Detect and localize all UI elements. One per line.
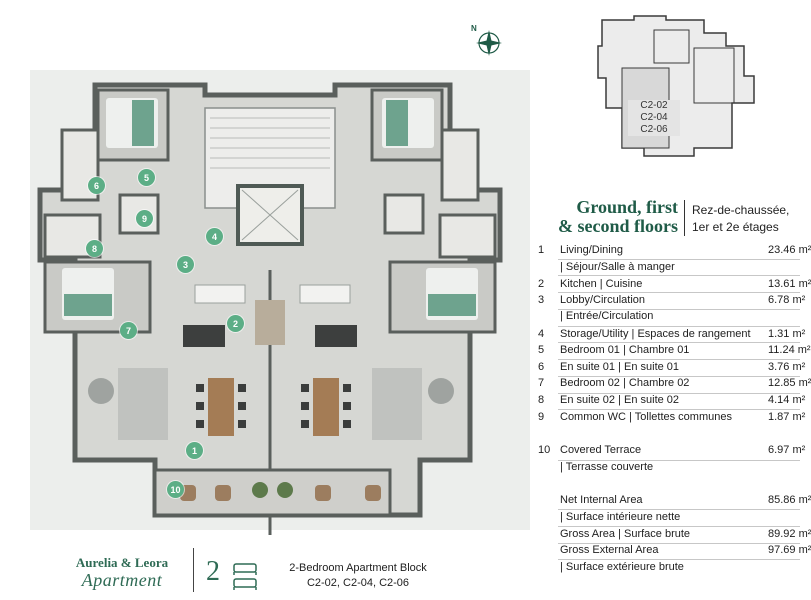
block-label: 2-Bedroom Apartment Block C2-02, C2-04, …	[283, 561, 433, 591]
compass-north-label: N	[471, 24, 477, 33]
floor-subtitle-line2: 1er et 2e étages	[692, 220, 779, 234]
key-unit: C2-02	[640, 100, 668, 111]
row-divider	[558, 409, 800, 410]
bed-throw	[132, 100, 154, 146]
room-marker-4: 4	[206, 228, 223, 245]
floor-title-line1: Ground, first	[576, 197, 678, 217]
room-marker-7: 7	[120, 322, 137, 339]
shaft	[255, 300, 285, 345]
room-marker-1: 1	[186, 442, 203, 459]
row-divider	[558, 309, 800, 310]
row-divider	[558, 543, 800, 544]
room-marker-6: 6	[88, 177, 105, 194]
row-divider	[558, 376, 800, 377]
bed-icon	[233, 563, 257, 590]
heading-divider	[684, 200, 685, 236]
kitchen-counter-right	[299, 284, 351, 304]
ensuite-02-right	[438, 213, 497, 259]
brand-line1: Aurelia & Leora	[75, 555, 169, 570]
room-row-sub: | Terrasse couverte	[560, 461, 654, 473]
row-divider	[558, 326, 800, 327]
dining-table-left	[208, 378, 234, 436]
kitchen-island-right	[315, 325, 357, 347]
row-divider	[558, 359, 800, 360]
room-marker-3: 3	[177, 256, 194, 273]
row-divider	[558, 509, 800, 510]
sofa-right	[372, 368, 422, 440]
room-marker-8: 8	[86, 240, 103, 257]
block-title: 2-Bedroom Apartment Block	[289, 562, 427, 574]
floor-title-line2: & second floors	[558, 216, 678, 236]
footer-divider	[193, 548, 194, 592]
row-divider	[558, 259, 800, 260]
common-wc-right	[383, 193, 425, 235]
row-divider	[558, 342, 800, 343]
total-row-sub: | Surface intérieure nette	[560, 511, 681, 523]
key-unit: C2-04	[640, 112, 668, 123]
compass-icon: N	[471, 24, 502, 56]
row-divider	[558, 526, 800, 527]
ensuite-right	[440, 128, 480, 202]
row-divider	[558, 275, 800, 276]
stair-treads	[210, 117, 330, 169]
room-marker-9: 9	[136, 210, 153, 227]
key-unit: C2-06	[640, 124, 668, 135]
sofa-left	[118, 368, 168, 440]
key-map-units: C2-02 C2-04 C2-06	[628, 100, 680, 136]
room-marker-2: 2	[227, 315, 244, 332]
block-units: C2-02, C2-04, C2-06	[306, 577, 410, 589]
room-marker-10: 10	[167, 481, 184, 498]
bedroom-count: 2	[206, 556, 220, 587]
floor-plan	[30, 70, 530, 535]
room-row-sub: | Séjour/Salle à manger	[560, 261, 675, 273]
brand-logo: Aurelia & Leora Apartment	[58, 555, 186, 590]
row-divider	[558, 559, 800, 560]
brand-line2: Apartment	[81, 570, 163, 590]
kitchen-island-left	[183, 325, 225, 347]
floor-subtitle: Rez-de-chaussée, 1er et 2e étages	[692, 202, 789, 236]
room-marker-5: 5	[138, 169, 155, 186]
floor-title: Ground, first & second floors	[540, 198, 678, 236]
room-row-sub: | Entrée/Circulation	[560, 310, 654, 322]
dining-table-right	[313, 378, 339, 436]
row-divider	[558, 292, 800, 293]
floor-subtitle-line1: Rez-de-chaussée,	[692, 203, 790, 217]
kitchen-counter-left	[194, 284, 246, 304]
row-divider	[558, 393, 800, 394]
row-divider	[558, 460, 800, 461]
total-row-sub: | Surface extérieure brute	[560, 561, 684, 573]
